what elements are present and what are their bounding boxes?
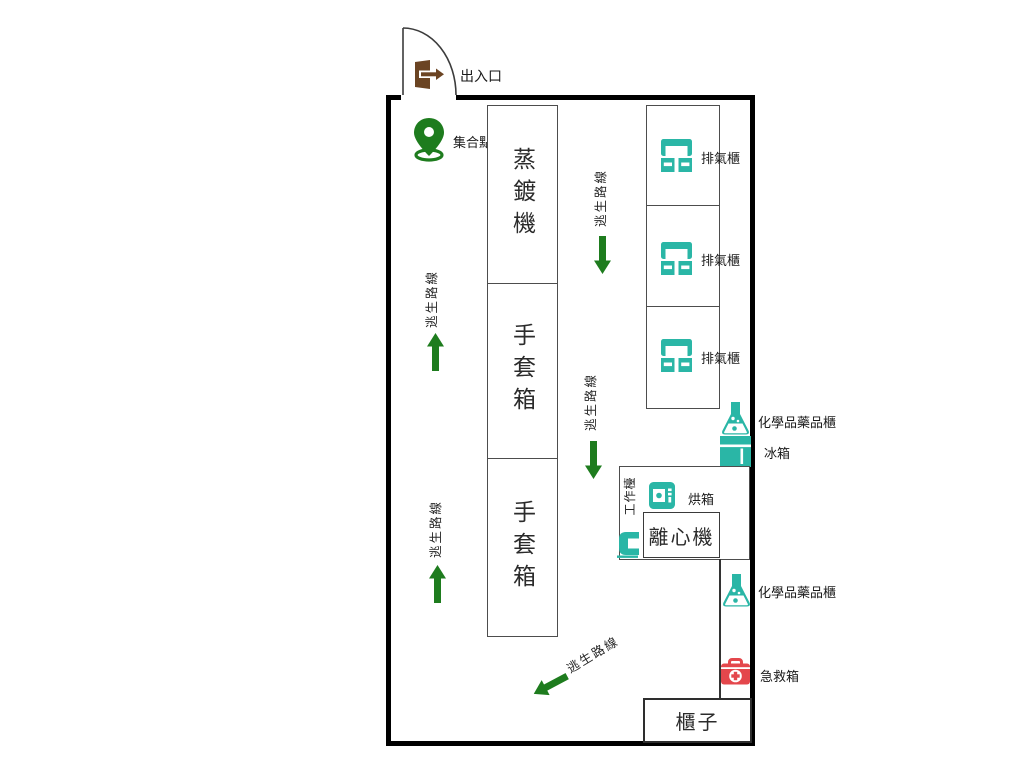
fridge-label: 冰箱 — [764, 446, 791, 461]
chemical-cabinet-icon — [723, 574, 750, 607]
glove-box-1: 手套箱 — [487, 283, 558, 459]
escape-route-label: 逃生路線 — [425, 269, 439, 328]
fume-hood-label: 排氣櫃 — [701, 151, 741, 166]
door-opening — [401, 94, 456, 102]
cabinet-box: 櫃子 — [643, 698, 752, 743]
evaporator-box: 蒸鍍機 — [487, 105, 558, 284]
assembly-point-icon — [414, 118, 444, 162]
fume-hood-box-3 — [646, 306, 720, 409]
escape-route-arrow-diagonal — [533, 672, 569, 696]
workbench-label: 工作檯 — [623, 476, 637, 516]
fume-hood-icon — [661, 339, 692, 372]
fume-hood-icon — [661, 139, 692, 172]
escape-route-label: 逃生路線 — [594, 168, 608, 227]
centrifuge-box: 離心機 — [643, 512, 720, 558]
chemical-cabinet-label: 化學品藥品櫃 — [758, 415, 837, 430]
escape-route-arrow-up — [429, 565, 446, 603]
entrance-label: 出入口 — [460, 68, 502, 84]
first-aid-kit-label: 急救箱 — [760, 669, 800, 684]
escape-route-label: 逃生路線 — [584, 372, 598, 431]
fume-hood-label: 排氣櫃 — [701, 351, 741, 366]
centrifuge-label: 離心機 — [648, 526, 715, 549]
fridge-icon — [720, 436, 751, 467]
door-swing-arc — [402, 27, 457, 96]
escape-route-arrow-up — [427, 333, 444, 371]
first-aid-kit-icon — [721, 658, 750, 685]
cabinet-label: 櫃子 — [675, 712, 720, 734]
fume-hood-label: 排氣櫃 — [701, 253, 741, 268]
escape-route-arrow-down — [594, 236, 611, 274]
oven-icon — [649, 482, 675, 509]
evaporator-label: 蒸鍍機 — [509, 146, 536, 243]
counter-wall — [719, 559, 721, 699]
glove-box-label: 手套箱 — [509, 323, 536, 419]
oven-label: 烘箱 — [688, 492, 715, 507]
room-wall — [386, 95, 755, 746]
chemical-cabinet-label: 化學品藥品櫃 — [758, 585, 837, 600]
exit-door-icon — [415, 60, 444, 89]
fume-hood-icon — [661, 242, 692, 275]
chemical-cabinet-icon — [722, 402, 749, 435]
escape-route-arrow-down — [585, 441, 602, 479]
glove-box-label: 手套箱 — [509, 499, 536, 596]
glove-box-2: 手套箱 — [487, 458, 558, 637]
escape-route-label: 逃生路線 — [429, 499, 443, 558]
centrifuge-icon — [617, 532, 639, 558]
assembly-point-label: 集合點 — [453, 135, 493, 150]
